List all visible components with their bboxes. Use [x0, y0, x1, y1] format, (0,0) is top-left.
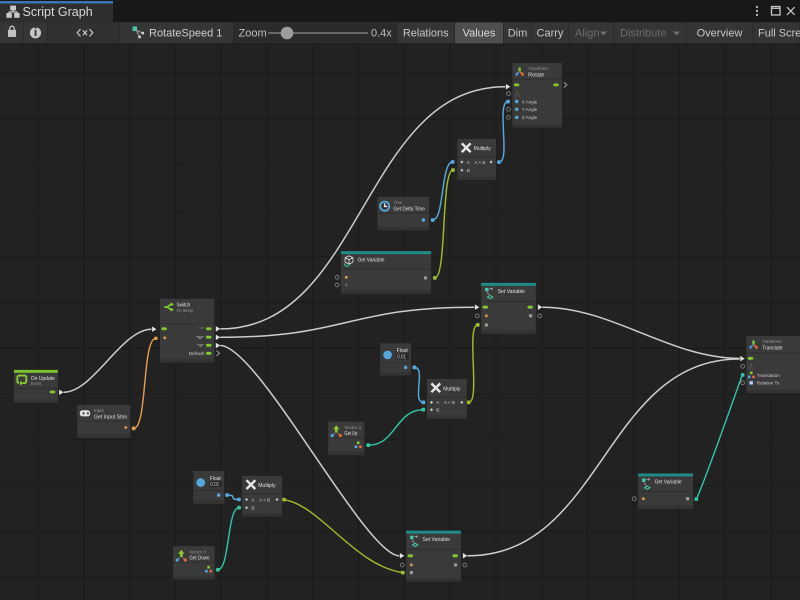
svg-text:RotateSpeed 1: RotateSpeed 1	[149, 28, 222, 40]
svg-text:0.01: 0.01	[210, 482, 219, 488]
svg-text:"S": "S"	[197, 343, 204, 349]
svg-text:Carry: Carry	[537, 28, 564, 40]
svg-text:Translation: Translation	[757, 373, 780, 379]
svg-text:A × B: A × B	[474, 160, 485, 166]
svg-text:Z Angle: Z Angle	[522, 115, 538, 121]
svg-text:Transform: Transform	[528, 66, 548, 71]
svg-text:Overview: Overview	[697, 28, 743, 40]
svg-text:Distribute: Distribute	[620, 28, 666, 40]
svg-text:Transform: Transform	[762, 339, 782, 344]
svg-text:Relative To: Relative To	[757, 381, 780, 387]
svg-text:Float: Float	[210, 476, 221, 482]
svg-text:" ": " "	[199, 327, 204, 333]
svg-text:Relations: Relations	[403, 28, 449, 40]
svg-text:Multiply: Multiply	[443, 386, 460, 392]
svg-text:Get Delta Time: Get Delta Time	[393, 206, 425, 212]
svg-text:Values: Values	[463, 28, 496, 40]
svg-text:Vector 3: Vector 3	[344, 425, 361, 430]
svg-text:Dim: Dim	[508, 28, 528, 40]
svg-text:Multiply: Multiply	[474, 146, 491, 152]
svg-text:X Angle: X Angle	[522, 99, 538, 105]
svg-text:Get Input Strin: Get Input Strin	[94, 415, 127, 421]
svg-text:Multiply: Multiply	[258, 483, 275, 489]
svg-text:Float: Float	[397, 348, 408, 354]
svg-text:A × B: A × B	[444, 400, 455, 406]
svg-text:A: A	[467, 160, 471, 166]
svg-text:Rotate: Rotate	[528, 73, 544, 79]
svg-text:Y Angle: Y Angle	[522, 107, 538, 113]
svg-text:On String: On String	[177, 308, 194, 313]
svg-text:Get Variable: Get Variable	[358, 258, 385, 264]
svg-text:Time: Time	[393, 200, 402, 205]
svg-text:B: B	[251, 506, 254, 512]
svg-text:Get Down: Get Down	[189, 556, 209, 562]
svg-text:Full Scre: Full Scre	[758, 28, 800, 40]
svg-text:Translate: Translate	[762, 346, 783, 352]
svg-text:A: A	[436, 400, 440, 406]
svg-text:B: B	[467, 168, 470, 174]
svg-text:Zoom: Zoom	[239, 28, 267, 40]
svg-text:Get Variable: Get Variable	[655, 480, 682, 486]
svg-text:Set Variable: Set Variable	[498, 289, 525, 295]
svg-text:Input: Input	[94, 408, 104, 413]
svg-text:On Update: On Update	[31, 376, 55, 382]
svg-text:A × B: A × B	[259, 497, 270, 503]
svg-text:0.4x: 0.4x	[371, 28, 392, 40]
svg-text:Script Graph: Script Graph	[23, 5, 93, 19]
svg-text:Align: Align	[575, 28, 599, 40]
svg-text:Switch: Switch	[177, 303, 191, 309]
svg-text:Set Variable: Set Variable	[423, 537, 450, 543]
svg-text:A: A	[251, 497, 255, 503]
svg-text:0.01: 0.01	[397, 354, 406, 360]
svg-text:Vector 3: Vector 3	[189, 549, 206, 554]
svg-text:"W": "W"	[196, 335, 204, 341]
svg-text:Event: Event	[31, 381, 42, 386]
svg-text:Default: Default	[189, 351, 205, 357]
svg-text:Get Up: Get Up	[344, 431, 357, 437]
svg-text:B: B	[436, 408, 439, 414]
